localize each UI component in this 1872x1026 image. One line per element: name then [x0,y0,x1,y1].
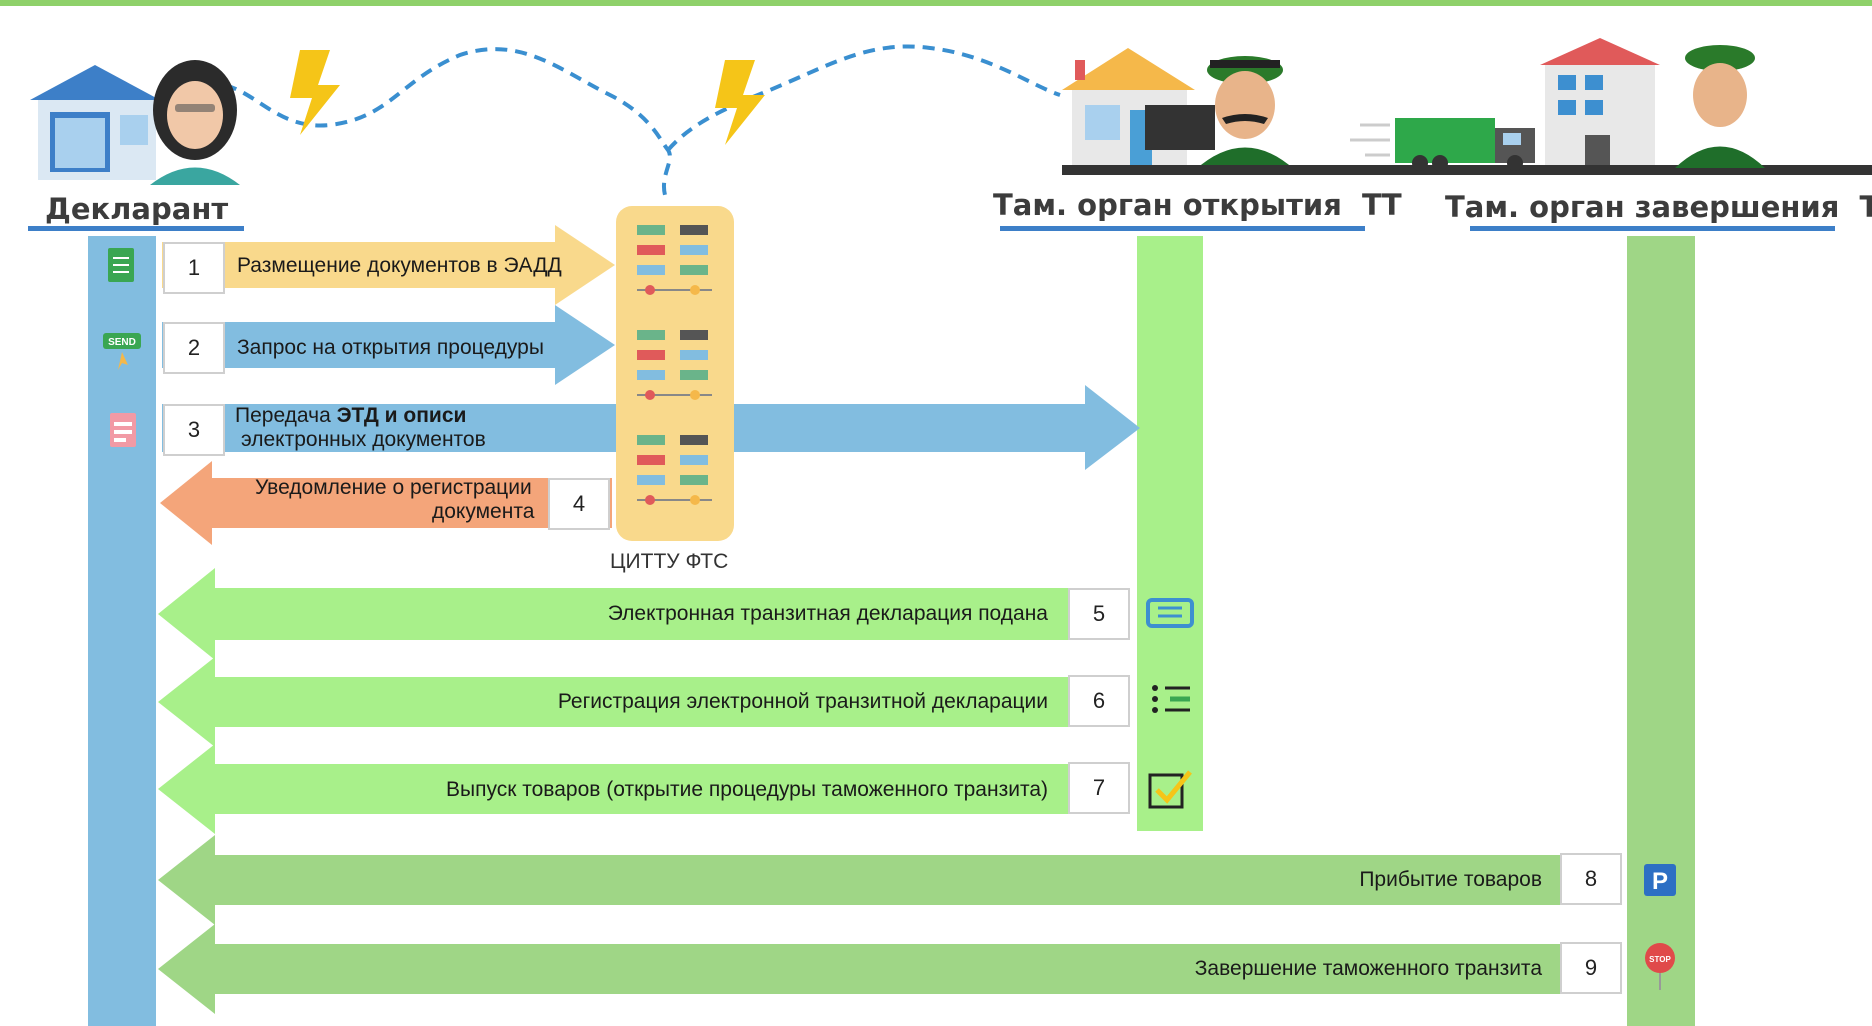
step-text-6: Регистрация электронной транзитной декла… [557,690,1048,713]
step-number-4: 4 [548,478,610,530]
step-number-2: 2 [163,322,225,374]
declarant-label: Декларант [45,192,229,226]
pdf-document-icon [110,413,136,447]
arrow-step-8 [158,835,1620,925]
step-text-9: Завершение таможенного транзита [1194,957,1542,980]
customs-office-building-icon [1540,38,1660,165]
network-connection-line-2 [666,44,1061,152]
parking-sign-icon: P [1644,864,1676,896]
svg-text:SEND: SEND [108,337,136,348]
arrow-step-1 [162,225,615,305]
declarant-building-icon [30,65,160,180]
arrow-step-9 [158,924,1620,1014]
customs-close-underline [1470,226,1835,231]
step-text-3-line1: Передача ЭТД и описи [235,404,466,428]
top-accent-bar [0,0,1872,6]
step-text-2: Запрос на открытия процедуры [237,336,544,359]
step-text-3-bold: ЭТД и описи [336,404,467,427]
stop-sign-icon: STOP [1645,943,1675,990]
server-rack-icon [616,206,734,541]
arrow-step-6 [158,657,1130,747]
arrow-step-7 [158,744,1130,834]
step-text-4-line2: документа [432,500,535,523]
svg-text:P: P [1652,868,1668,895]
step-text-3-line2: электронных документов [241,428,486,451]
lightning-icon [290,50,340,135]
customs-close-label: Там. орган завершения ТТ [1445,190,1872,224]
server-label: ЦИТТУ ФТС [610,550,729,573]
ground-line [1062,165,1872,175]
customs-officer-female-icon [1675,45,1765,168]
customs-close-lane [1627,236,1695,1026]
step-text-5: Электронная транзитная декларация подана [607,602,1048,625]
checkbox-icon [1148,770,1192,809]
step-text-8: Прибытие товаров [1359,868,1542,891]
arrow-step-2 [162,305,615,385]
step-text-4-line1: Уведомление о регистрации [255,476,532,499]
declarant-underline [28,226,244,231]
list-icon [1152,685,1190,713]
step-number-1: 1 [163,242,225,294]
declarant-person-icon [150,60,240,185]
step-number-6: 6 [1068,675,1130,727]
lightning-icon [715,60,765,145]
truck-icon [1350,118,1535,171]
scroll-icon [1146,598,1194,628]
svg-text:STOP: STOP [1649,955,1671,964]
step-number-5: 5 [1068,588,1130,640]
document-icon [108,248,134,282]
step-number-7: 7 [1068,762,1130,814]
customs-open-label: Там. орган открытия ТТ [993,188,1402,222]
step-text-3-plain: Передача [235,404,337,427]
arrow-step-5 [158,568,1130,660]
step-number-3: 3 [163,404,225,456]
arrow-step-4 [160,461,612,545]
step-text-7: Выпуск товаров (открытие процедуры тамож… [445,778,1048,801]
customs-open-lane [1137,236,1203,831]
declarant-lane [88,236,156,1026]
send-icon: SEND [103,333,141,370]
step-text-1: Размещение документов в ЭАДД [237,254,562,277]
computer-monitor-icon [1145,105,1215,150]
customs-officer-icon [1195,56,1295,170]
step-number-8: 8 [1560,853,1622,905]
network-connection-line [224,47,672,196]
customs-open-underline [1000,226,1365,231]
step-number-9: 9 [1560,942,1622,994]
